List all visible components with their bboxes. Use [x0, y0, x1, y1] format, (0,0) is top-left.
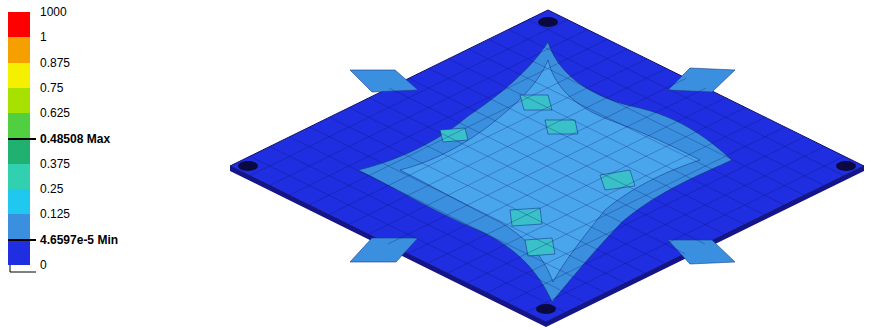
- mesh-line: [310, 127, 626, 283]
- bolt-holes: [238, 17, 856, 314]
- mesh-line: [349, 108, 665, 264]
- mesh-line: [526, 156, 844, 312]
- zero-tick: [10, 264, 11, 272]
- legend-value: 0.48508 Max: [40, 132, 110, 146]
- legend-value: 4.6597e-5 Min: [40, 233, 118, 247]
- legend-swatch: [8, 88, 30, 113]
- mesh-lines: [250, 20, 845, 313]
- mesh-line: [467, 127, 785, 283]
- mesh-line: [388, 88, 706, 244]
- mesh-line: [290, 137, 606, 293]
- legend-value: 0: [40, 258, 47, 272]
- legend-value: 0.875: [40, 56, 70, 70]
- plate-top: [230, 10, 864, 322]
- legend-swatch: [8, 12, 30, 37]
- legend-value: 1000: [40, 5, 67, 19]
- mesh-line: [250, 156, 566, 312]
- legend-swatch: [8, 63, 30, 88]
- legend-value: 0.375: [40, 157, 70, 171]
- legend-swatch: [8, 189, 30, 214]
- mesh-line: [329, 117, 645, 273]
- zero-tick: [10, 272, 36, 273]
- mesh-line: [389, 88, 705, 244]
- legend-value: 0.75: [40, 81, 63, 95]
- legend-value: 0.125: [40, 207, 70, 221]
- legend-swatch: [8, 164, 30, 189]
- mesh-line: [408, 98, 726, 254]
- legend-marker: [8, 239, 36, 241]
- mesh-line: [447, 117, 765, 273]
- legend-swatch: [8, 214, 30, 239]
- mesh-line: [270, 147, 586, 303]
- mesh-line: [369, 98, 685, 254]
- legend-swatch: [8, 113, 30, 138]
- legend-marker: [8, 138, 36, 140]
- mesh-line: [428, 108, 746, 264]
- mesh-line: [487, 137, 805, 293]
- mesh-line: [507, 147, 825, 303]
- legend-swatch: [8, 240, 30, 265]
- legend-value: 0.625: [40, 106, 70, 120]
- legend-value: 0.25: [40, 182, 63, 196]
- legend-swatch: [8, 139, 30, 164]
- legend-swatch: [8, 37, 30, 62]
- legend-value: 1: [40, 30, 47, 44]
